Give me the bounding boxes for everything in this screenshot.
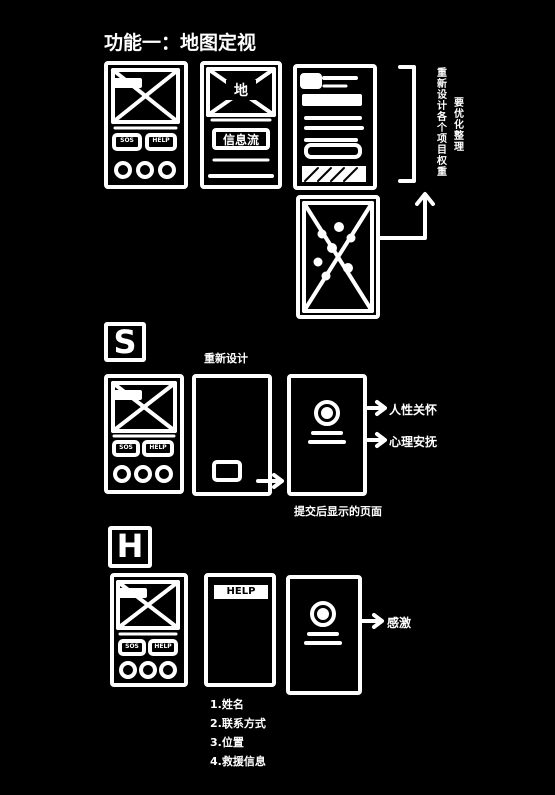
badge-h: H (108, 526, 152, 568)
phone-home-sketch (104, 61, 188, 189)
bracket-note-1: 重新设计各个项目权重 (437, 68, 447, 178)
phone-home-h-sketch (110, 573, 188, 687)
phone-result-s-sketch (287, 374, 367, 496)
bracket-shape (398, 65, 416, 183)
submit-caption: 提交后显示的页面 (294, 505, 382, 518)
arrow-h-1-head (372, 613, 384, 629)
feed-label: 信息流 (222, 133, 259, 147)
phone-result-h-sketch (286, 575, 362, 695)
gratitude-note: 感激 (387, 616, 412, 630)
care-note: 人性关怀 (389, 403, 438, 417)
phone-help-form-h (204, 573, 276, 687)
arrow-s-2-head (375, 400, 387, 416)
form-field-list: 1.姓名 2.联系方式 3.位置 4.救援信息 (210, 695, 266, 771)
arrow-to-bracket-head (415, 192, 435, 206)
input-box-s (212, 460, 242, 482)
page-title: 功能一：地图定视 (104, 32, 257, 54)
form-field-name: 1.姓名 (210, 698, 244, 711)
help-form-header: HELP (226, 586, 256, 597)
sos-label-s: SOS (119, 444, 133, 451)
form-field-contact: 2.联系方式 (210, 717, 266, 730)
arrow-s-3-head (375, 432, 387, 448)
phone-fullscreen-map-sketch (296, 195, 380, 319)
help-label-1: HELP (152, 137, 170, 144)
comfort-note: 心理安抚 (389, 435, 438, 449)
help-label-h: HELP (154, 643, 172, 650)
arrow-s-1-head (272, 473, 284, 489)
phone-redesign-s (192, 374, 272, 496)
phone-list-sketch (293, 64, 377, 190)
phone-map-feed-sketch (200, 61, 282, 189)
phone-home-s-sketch (104, 374, 184, 494)
badge-s: S (104, 322, 146, 362)
form-field-rescue-info: 4.救援信息 (210, 755, 266, 768)
map-label: 地 (234, 83, 248, 99)
bracket-note-2: 要优化整理 (454, 98, 464, 153)
sos-label-1: SOS (120, 137, 134, 144)
redesign-label: 重新设计 (204, 352, 248, 365)
sos-label-h: SOS (125, 643, 139, 650)
form-field-location: 3.位置 (210, 736, 244, 749)
arrow-to-bracket (378, 194, 427, 240)
help-label-s: HELP (149, 444, 167, 451)
